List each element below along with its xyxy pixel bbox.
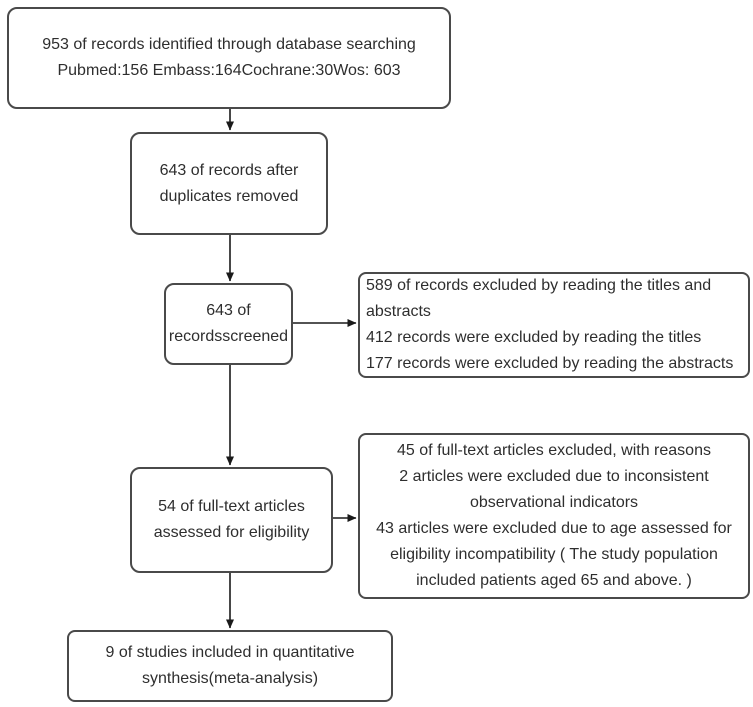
fulltext-excluded-reason1-line: 2 articles were excluded due to inconsis…	[399, 468, 709, 511]
box-excluded-by-screening: 589 of records excluded by reading the t…	[358, 272, 750, 378]
excluded-by-abstracts-line: 177 records were excluded by reading the…	[366, 355, 734, 372]
excluded-screening-total-line: 589 of records excluded by reading the t…	[366, 277, 712, 320]
duplicates-removed-line: duplicates removed	[159, 187, 299, 205]
box-fulltext-excluded: 45 of full-text articles excluded, with …	[358, 433, 750, 599]
records-identified-sources-line: Pubmed:156 Embass:164Cochrane:30Wos: 603	[57, 62, 401, 79]
studies-included-line: 9 of studies included in quantitative	[105, 644, 355, 661]
box-records-identified: 953 of records identified through databa…	[7, 7, 451, 109]
fulltext-excluded-reason2-line: 43 articles were excluded due to age ass…	[376, 520, 732, 589]
fulltext-assessed-line: assessed for eligibility	[153, 524, 310, 541]
records-screened-line: 643 of	[206, 302, 251, 319]
records-identified-line: 953 of records identified through databa…	[42, 36, 416, 53]
fulltext-assessed-line: 54 of full-text articles	[158, 498, 305, 515]
excluded-by-titles-line: 412 records were excluded by reading the…	[366, 329, 702, 346]
fulltext-excluded-total-line: 45 of full-text articles excluded, with …	[397, 442, 711, 459]
records-screened-line: recordsscreened	[168, 328, 289, 345]
box-records-screened: 643 of recordsscreened	[164, 283, 293, 365]
studies-included-line: synthesis(meta-analysis)	[141, 670, 319, 687]
box-studies-included: 9 of studies included in quantitative sy…	[67, 630, 393, 702]
duplicates-removed-line: 643 of records after	[159, 161, 299, 179]
box-fulltext-assessed: 54 of full-text articles assessed for el…	[130, 467, 333, 573]
box-duplicates-removed: 643 of records after duplicates removed	[130, 132, 328, 235]
